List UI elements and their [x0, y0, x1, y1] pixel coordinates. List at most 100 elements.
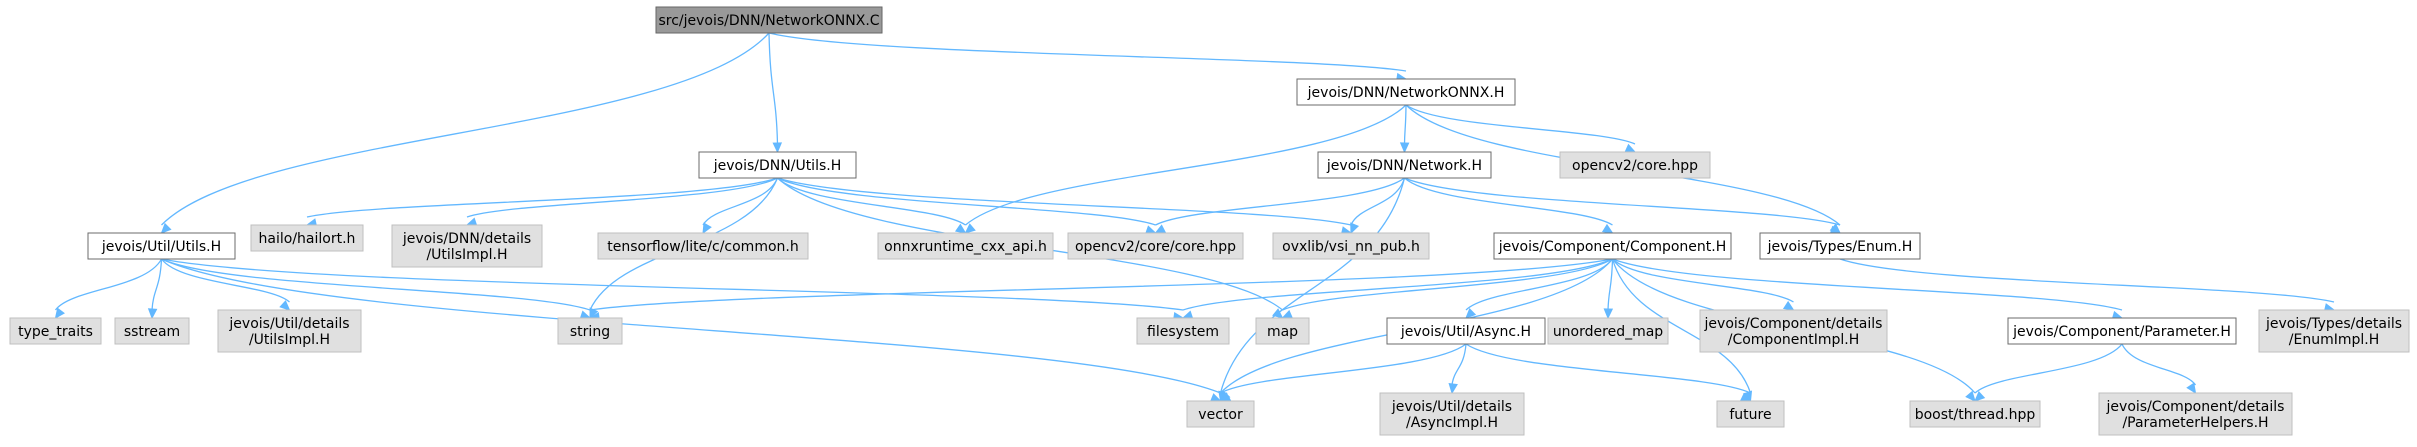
node-box — [87, 232, 236, 260]
node-async-h[interactable]: jevois/Util/Async.H — [1386, 317, 1546, 345]
node-opencv2core[interactable]: opencv2/core/core.hpp — [1067, 232, 1244, 260]
edge-component-to-map — [1281, 258, 1613, 319]
node-label: unordered_map — [1553, 324, 1663, 340]
node-box — [217, 309, 362, 353]
edge-async-h-to-vector — [1219, 343, 1467, 402]
node-label: jevois/Util/Utils.H — [101, 239, 221, 255]
edge-async-h-to-future — [1465, 343, 1752, 402]
node-label: jevois/Util/Async.H — [1400, 324, 1531, 340]
edges-layer — [54, 32, 2336, 403]
node-box — [2098, 392, 2293, 436]
edge-async-h-to-async-impl — [1448, 343, 1467, 395]
node-label: jevois/Component/details — [2106, 399, 2285, 415]
node-box — [1067, 232, 1244, 260]
node-box — [1136, 317, 1230, 345]
edge-root-to-util-utils — [160, 32, 770, 234]
node-vector[interactable]: vector — [1186, 400, 1255, 428]
node-label: jevois/Component/Component.H — [1498, 239, 1727, 255]
node-map[interactable]: map — [1255, 317, 1310, 345]
node-label: jevois/Util/details — [228, 316, 349, 332]
node-parameter[interactable]: jevois/Component/Parameter.H — [2007, 317, 2237, 345]
node-box — [1296, 78, 1516, 106]
edge-util-utils-to-type-traits — [54, 258, 163, 319]
node-filesystem[interactable]: filesystem — [1136, 317, 1230, 345]
edge-netonnx-h-to-onnxrt — [964, 104, 1407, 234]
node-box — [1699, 309, 1888, 353]
node-label: jevois/Component/Parameter.H — [2012, 324, 2231, 340]
node-label: onnxruntime_cxx_api.h — [884, 239, 1047, 255]
node-box — [1547, 317, 1669, 345]
node-label: opencv2/core.hpp — [1572, 158, 1698, 174]
node-box — [114, 317, 190, 345]
node-netonnx-h[interactable]: jevois/DNN/NetworkONNX.H — [1296, 78, 1516, 106]
node-label: jevois/DNN/NetworkONNX.H — [1307, 85, 1505, 101]
edge-component-to-filesystem — [1181, 258, 1613, 320]
edge-component-to-unordered — [1603, 258, 1614, 320]
node-label: map — [1267, 324, 1298, 340]
edge-component-to-comp-impl — [1612, 258, 1795, 311]
edge-netonnx-h-to-network-h — [1399, 104, 1410, 154]
node-future[interactable]: future — [1716, 400, 1785, 428]
node-label: src/jevois/DNN/NetworkONNX.C — [658, 13, 879, 29]
node-unordered[interactable]: unordered_map — [1547, 317, 1669, 345]
node-type-traits[interactable]: type_traits — [9, 317, 102, 345]
node-box — [597, 232, 809, 260]
node-ovxlib[interactable]: ovxlib/vsi_nn_pub.h — [1272, 232, 1430, 260]
node-box — [655, 6, 883, 34]
node-label: future — [1729, 407, 1771, 423]
node-enum-h[interactable]: jevois/Types/Enum.H — [1759, 232, 1921, 260]
node-label: sstream — [124, 324, 180, 340]
node-label: /ComponentImpl.H — [1728, 332, 1860, 348]
node-box — [557, 317, 623, 345]
node-dnn-impl[interactable]: jevois/DNN/details/UtilsImpl.H — [391, 224, 543, 268]
node-label: jevois/Util/details — [1391, 399, 1512, 415]
edge-util-utils-to-sstream — [147, 258, 163, 320]
edge-component-to-async-h — [1465, 258, 1614, 319]
node-opencv2[interactable]: opencv2/core.hpp — [1559, 151, 1711, 179]
node-box — [698, 151, 857, 179]
edge-parameter-to-param-help — [2121, 343, 2197, 395]
node-box — [1759, 232, 1921, 260]
node-dnn-utils[interactable]: jevois/DNN/Utils.H — [698, 151, 857, 179]
edge-dnn-utils-to-tflite — [702, 177, 779, 235]
edge-root-to-dnn-utils — [768, 32, 783, 154]
node-sstream[interactable]: sstream — [114, 317, 190, 345]
node-label: /AsyncImpl.H — [1406, 415, 1498, 431]
node-box — [2007, 317, 2237, 345]
node-label: tensorflow/lite/c/common.h — [607, 239, 798, 255]
node-box — [1255, 317, 1310, 345]
node-box — [250, 224, 364, 252]
edge-parameter-to-boost — [1974, 343, 2123, 402]
node-box — [1386, 317, 1546, 345]
node-param-help[interactable]: jevois/Component/details/ParameterHelper… — [2098, 392, 2293, 436]
nodes-layer: src/jevois/DNN/NetworkONNX.C jevois/DNN/N… — [9, 6, 2410, 436]
node-label: jevois/DNN/Network.H — [1326, 158, 1482, 174]
node-label: /EnumImpl.H — [2289, 332, 2379, 348]
node-async-impl[interactable]: jevois/Util/details/AsyncImpl.H — [1379, 392, 1525, 436]
node-onnxrt[interactable]: onnxruntime_cxx_api.h — [877, 232, 1054, 260]
node-comp-impl[interactable]: jevois/Component/details/ComponentImpl.H — [1699, 309, 1888, 353]
node-string[interactable]: string — [557, 317, 623, 345]
node-label: jevois/DNN/details — [402, 231, 531, 247]
node-label: type_traits — [18, 324, 93, 340]
node-tflite[interactable]: tensorflow/lite/c/common.h — [597, 232, 809, 260]
node-label: filesystem — [1147, 324, 1219, 340]
node-label: boost/thread.hpp — [1915, 407, 2036, 423]
node-label: jevois/Types/Enum.H — [1767, 239, 1913, 255]
node-hailo[interactable]: hailo/hailort.h — [250, 224, 364, 252]
node-boost[interactable]: boost/thread.hpp — [1909, 400, 2041, 428]
node-root[interactable]: src/jevois/DNN/NetworkONNX.C — [655, 6, 883, 34]
edge-network-h-to-ovxlib — [1350, 177, 1406, 235]
node-component[interactable]: jevois/Component/Component.H — [1493, 232, 1732, 260]
node-label: /ParameterHelpers.H — [2122, 415, 2268, 431]
edge-network-h-to-opencv2core — [1154, 177, 1405, 234]
node-box — [2258, 309, 2410, 353]
node-enum-impl[interactable]: jevois/Types/details/EnumImpl.H — [2258, 309, 2410, 353]
node-util-utils[interactable]: jevois/Util/Utils.H — [87, 232, 236, 260]
node-label: opencv2/core/core.hpp — [1075, 239, 1236, 255]
node-util-impl[interactable]: jevois/Util/details/UtilsImpl.H — [217, 309, 362, 353]
node-label: hailo/hailort.h — [259, 231, 356, 247]
node-box — [1379, 392, 1525, 436]
node-label: string — [570, 324, 610, 340]
node-network-h[interactable]: jevois/DNN/Network.H — [1317, 151, 1492, 179]
